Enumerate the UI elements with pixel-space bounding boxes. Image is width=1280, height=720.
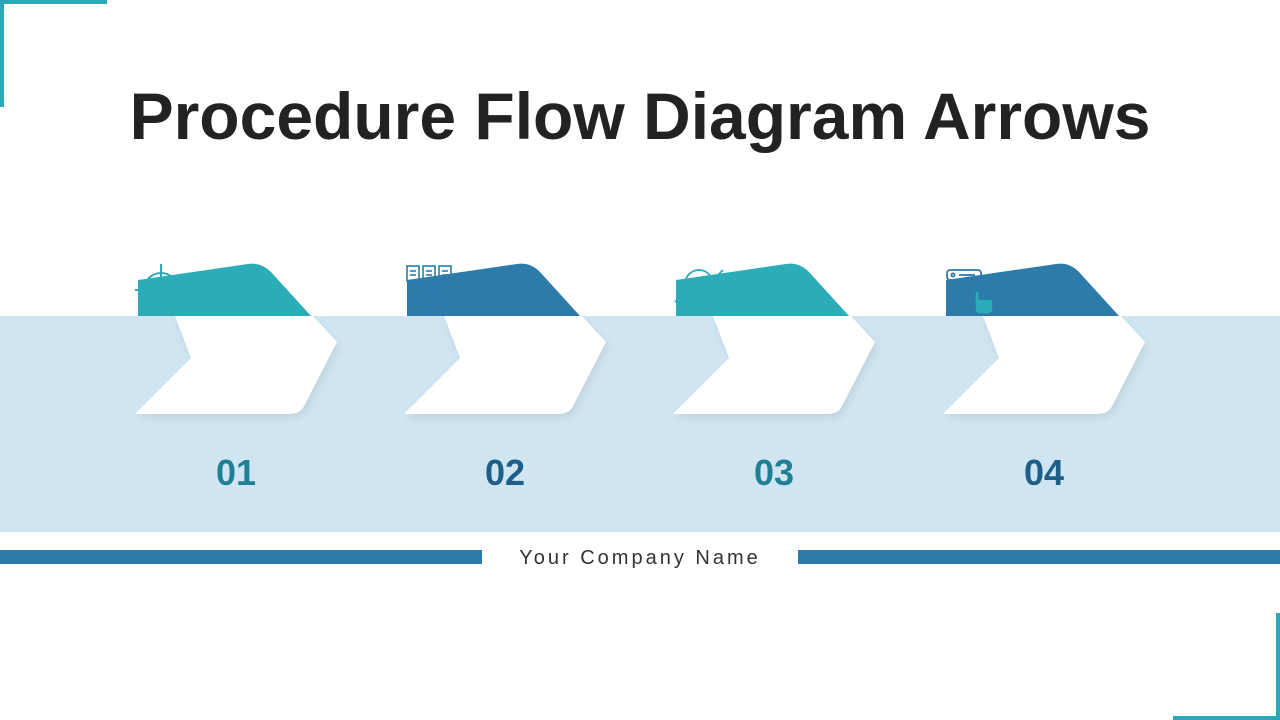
footer-bar-left: [0, 550, 482, 564]
step-4: [941, 262, 1156, 422]
step-2: [402, 262, 617, 422]
magnifier-chart-icon: [674, 269, 725, 313]
step-3-number: 03: [753, 452, 795, 493]
step-3-arrow-body: [673, 316, 875, 414]
step-1: [133, 262, 348, 422]
corner-accent-bottom-right-horizontal: [1173, 716, 1280, 720]
corner-accent-top-left-vertical: [0, 0, 4, 107]
server-click-icon: [946, 269, 994, 315]
step-2-arrow-body: [404, 316, 606, 414]
company-name: Your Company Name: [519, 547, 761, 569]
step-4-number: 04: [1023, 452, 1065, 493]
step-4-arrow-body: [943, 316, 1145, 414]
step-3-arrow-top: [676, 263, 849, 316]
step-1-number: 01: [215, 452, 257, 493]
step-1-arrow: [135, 263, 337, 414]
target-icon: [135, 264, 187, 316]
documents-to-server-icon: [406, 265, 453, 313]
corner-accent-bottom-right-vertical: [1276, 613, 1280, 720]
step-1-arrow-top: [138, 263, 311, 316]
step-3: [671, 262, 886, 422]
corner-accent-top-left-horizontal: [0, 0, 107, 4]
step-1-arrow-body: [135, 316, 337, 414]
step-2-number: 02: [484, 452, 526, 493]
page-title: Procedure Flow Diagram Arrows: [129, 79, 1151, 153]
step-3-arrow: [673, 263, 875, 414]
footer-bar-right: [798, 550, 1280, 564]
